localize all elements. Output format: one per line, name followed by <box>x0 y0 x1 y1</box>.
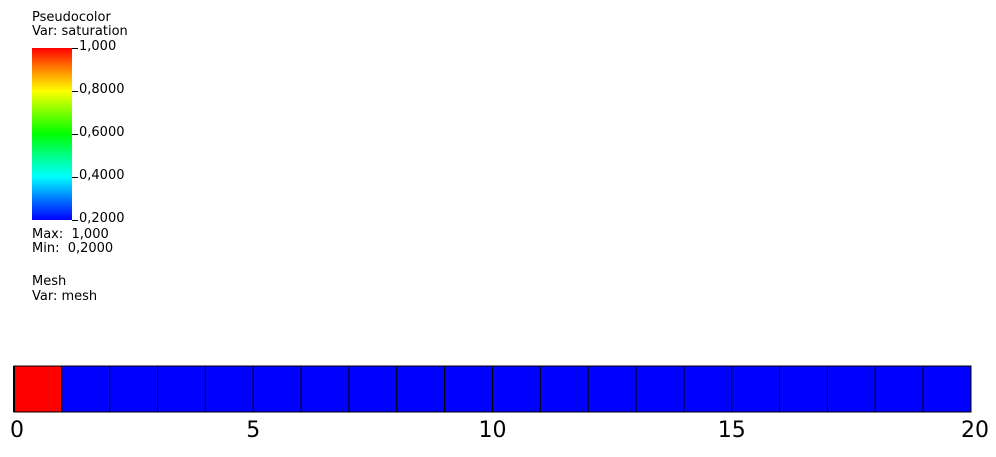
mesh-cell <box>396 365 446 413</box>
mesh-cell <box>635 365 685 413</box>
colorbar-tick <box>72 134 78 135</box>
mesh-cell <box>348 365 398 413</box>
cells-layer <box>13 365 972 413</box>
mesh-cell <box>683 365 733 413</box>
x-tick-label: 20 <box>961 418 989 443</box>
colorbar-tick <box>72 220 78 221</box>
colorbar-tick <box>72 48 78 49</box>
mesh-cell <box>587 365 637 413</box>
mesh-cell <box>13 365 63 413</box>
x-tick-label: 5 <box>246 418 260 443</box>
colorbar-tick <box>72 177 78 178</box>
colorbar-tick-label: 0,2000 <box>79 211 125 226</box>
mesh-cell <box>922 365 972 413</box>
mesh-cell <box>826 365 876 413</box>
colorbar-tick-label: 1,000 <box>79 39 117 54</box>
mesh-cell <box>444 365 493 413</box>
x-tick-label: 15 <box>718 418 746 443</box>
colorbar-tick-label: 0,6000 <box>79 125 125 140</box>
mesh-cell <box>109 365 159 413</box>
colorbar-tick <box>72 91 78 92</box>
mesh-cell <box>779 365 828 413</box>
colorbar-tick-label: 0,8000 <box>79 82 125 97</box>
mesh-cell <box>252 365 302 413</box>
colorbar-tick-label: 0,4000 <box>79 168 125 183</box>
mesh-cell <box>539 365 589 413</box>
legend-var-label: Var: saturation <box>32 24 128 39</box>
legend-min: Min: 0,2000 <box>32 241 114 256</box>
x-axis: 0 5 10 15 20 <box>10 418 989 443</box>
legend-plot-name: Pseudocolor <box>32 10 111 25</box>
mesh-cell <box>731 365 781 413</box>
x-tick-label: 0 <box>10 418 24 443</box>
legend-mesh-name: Mesh <box>32 274 67 289</box>
mesh-cell <box>157 365 206 413</box>
mesh-cell <box>300 365 350 413</box>
mesh-cell <box>61 365 111 413</box>
mesh-cell <box>874 365 924 413</box>
x-tick-label: 10 <box>479 418 507 443</box>
colorbar <box>32 48 72 220</box>
mesh-cell <box>204 365 254 413</box>
mesh-plot: 0 5 10 15 20 <box>10 365 989 443</box>
legend-mesh-var-label: Var: mesh <box>32 289 98 304</box>
mesh-cell <box>492 365 541 413</box>
legend-max: Max: 1,000 <box>32 227 109 242</box>
